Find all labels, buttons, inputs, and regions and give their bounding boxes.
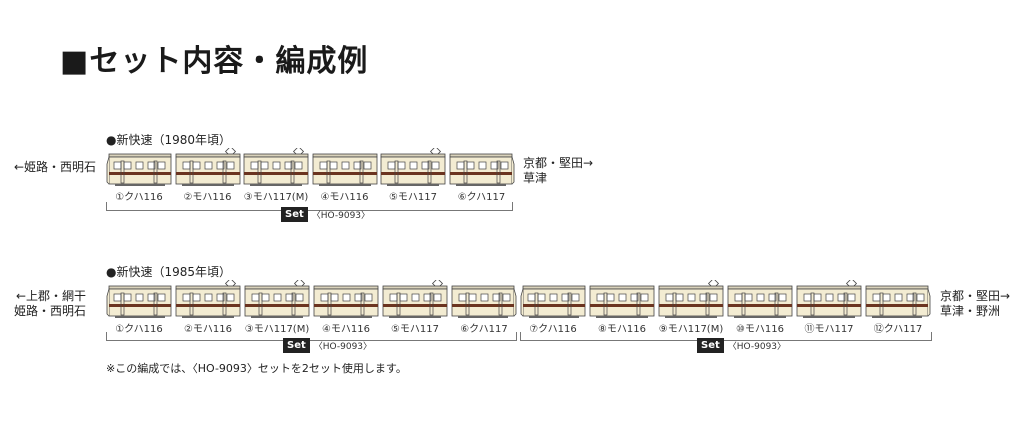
car-label: ⑤モハ117: [390, 324, 440, 335]
train-car: [175, 280, 241, 318]
train-car: [589, 280, 655, 318]
car-label: ③モハ117(M): [244, 324, 310, 335]
car-label: ④モハ116: [321, 324, 371, 335]
formation1-set-tag: Set 〈HO-9093〉: [281, 207, 370, 222]
formation1-set-bracket: [106, 202, 513, 211]
car-label: ⑥クハ117: [457, 192, 506, 203]
formation2-set-tag-2: Set 〈HO-9093〉: [697, 338, 786, 353]
car-label: ⑪モハ117: [804, 324, 854, 335]
train-car: [658, 280, 724, 318]
car-label: ⑤モハ117: [388, 192, 438, 203]
train-car: [382, 280, 448, 318]
car-label: ⑫クハ117: [873, 324, 923, 335]
formation1-left-destination: ←姫路・西明石: [14, 160, 97, 174]
formation2-set-bracket-2: [520, 332, 932, 341]
train-car: [520, 280, 586, 318]
set-badge: Set: [283, 338, 310, 353]
set-badge: Set: [281, 207, 308, 222]
car-label: ①クハ116: [115, 192, 163, 203]
train-car: [312, 148, 378, 186]
car-label: ⑥クハ117: [460, 324, 508, 335]
set-code: 〈HO-9093〉: [727, 342, 787, 352]
train-car: [313, 280, 379, 318]
train-car: [449, 148, 515, 186]
formation2-set-tag-1: Set 〈HO-9093〉: [283, 338, 372, 353]
train-car: [175, 148, 241, 186]
car-label: ⑩モハ116: [735, 324, 785, 335]
train-car: [727, 280, 793, 318]
train-car: [243, 148, 309, 186]
formation1-label: ●新快速（1980年頃）: [106, 133, 232, 147]
train-car: [796, 280, 862, 318]
page-title: ■セット内容・編成例: [60, 44, 369, 79]
set-code: 〈HO-9093〉: [311, 211, 371, 221]
set-badge: Set: [697, 338, 724, 353]
set-code: 〈HO-9093〉: [313, 342, 373, 352]
formation2-left-destination: ←上郡・網干 姫路・西明石: [14, 289, 87, 318]
car-label: ②モハ116: [183, 192, 232, 203]
car-label: ②モハ116: [183, 324, 233, 335]
train-car: [865, 280, 931, 318]
formation2-label: ●新快速（1985年頃）: [106, 265, 232, 279]
train-car: [106, 280, 172, 318]
train-car: [244, 280, 310, 318]
usage-note: ※この編成では、〈HO-9093〉セットを2セット使用します。: [106, 362, 407, 375]
car-label: ③モハ117(M): [243, 192, 309, 203]
formation2-set-bracket-1: [106, 332, 517, 341]
car-label: ①クハ116: [115, 324, 163, 335]
formation2-right-destination: 京都・堅田→ 草津・野洲: [940, 289, 1011, 318]
formation1-right-destination: 京都・堅田→ 草津: [523, 156, 594, 185]
car-label: ⑧モハ116: [597, 324, 647, 335]
car-label: ⑦クハ116: [529, 324, 577, 335]
car-label: ④モハ116: [320, 192, 369, 203]
train-car: [451, 280, 517, 318]
train-car: [380, 148, 446, 186]
car-label: ⑨モハ117(M): [658, 324, 724, 335]
train-car: [106, 148, 172, 186]
